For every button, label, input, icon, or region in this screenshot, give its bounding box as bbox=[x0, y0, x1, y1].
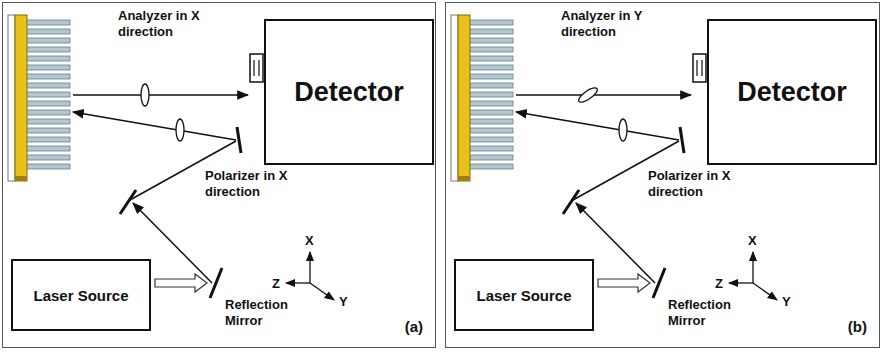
polarizer-label: Polarizer in X direction bbox=[648, 168, 748, 200]
laser-box: Laser Source bbox=[11, 259, 151, 331]
analyzer-x bbox=[141, 84, 149, 106]
panel-tag: (b) bbox=[848, 318, 867, 335]
box-label: Laser Source bbox=[476, 287, 571, 304]
laser-box: Laser Source bbox=[454, 259, 594, 331]
mirror-label: Reflection Mirror bbox=[225, 297, 307, 329]
axis-label: X bbox=[305, 233, 319, 249]
panel-tag: (a) bbox=[405, 318, 423, 335]
detector-box: Detector bbox=[707, 19, 877, 165]
axis-label: Z bbox=[272, 276, 286, 292]
analyzer-label: Analyzer in X direction bbox=[118, 8, 214, 40]
box-label: Detector bbox=[294, 77, 404, 108]
axis-label: Z bbox=[715, 276, 729, 292]
axis-label: X bbox=[748, 233, 762, 249]
detector-box: Detector bbox=[264, 19, 434, 165]
box-label: Laser Source bbox=[33, 287, 128, 304]
axis-label: Y bbox=[339, 294, 353, 310]
mirror-label: Reflection Mirror bbox=[668, 297, 750, 329]
analyzer-label: Analyzer in Y direction bbox=[561, 8, 657, 40]
box-label: Detector bbox=[737, 77, 847, 108]
analyzer-y bbox=[577, 85, 600, 104]
axis-label: Y bbox=[782, 294, 796, 310]
polarizer-label: Polarizer in X direction bbox=[205, 168, 305, 200]
